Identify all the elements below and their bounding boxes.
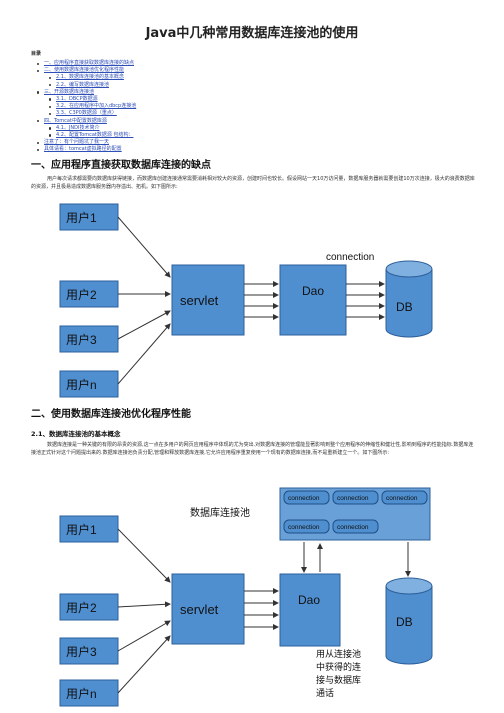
note-line: 接与数据库 xyxy=(316,674,361,685)
dao-label: Dao xyxy=(302,284,324,298)
bullet-icon xyxy=(49,134,52,137)
user-box: 用户2 xyxy=(59,593,119,621)
user-box: 用户n xyxy=(59,370,119,398)
bullet-icon xyxy=(49,105,52,109)
pool-connection: connection xyxy=(332,490,379,505)
user-label: 用户n xyxy=(66,377,97,392)
user-box: 用户3 xyxy=(59,325,119,353)
page-title: Java中几种常用数据库连接池的使用 xyxy=(145,26,359,41)
connection-label: connection xyxy=(326,252,374,263)
toc-item[interactable]: 3.2、在应用程序中加入dbcp连接池 xyxy=(33,103,333,110)
dao-box: Dao xyxy=(279,573,341,647)
connection-pool-box: connection connection connection connect… xyxy=(279,487,431,541)
pool-connection: connection xyxy=(381,490,428,505)
pool-connection-label: connection xyxy=(288,495,320,502)
toc-link[interactable]: 3.1、DBCP数据源 xyxy=(56,95,98,102)
toc-item[interactable]: 二、使用数据库连接池优化程序性能 xyxy=(33,67,333,74)
toc-item[interactable]: 一、应用程序直接获取数据库连接的缺点 xyxy=(33,60,333,67)
servlet-box: servlet xyxy=(171,573,245,645)
section2-heading: 二、使用数据库连接池优化程序性能 xyxy=(31,409,191,420)
pool-connection: connection xyxy=(283,519,330,534)
bullet-icon xyxy=(49,127,52,130)
toc-item[interactable]: 4.2、配置Tomcat数据源 包结构： xyxy=(33,132,333,139)
note-line: 通话 xyxy=(316,687,334,698)
pool-connection-label: connection xyxy=(337,495,369,502)
section2-paragraph: 数据库连接是一种关键的有限的昂贵的资源,这一点在多用户的网页应用程序中体现的尤为… xyxy=(31,442,474,456)
servlet-label: servlet xyxy=(180,293,219,308)
dao-box: Dao xyxy=(279,264,347,336)
pool-connection-label: connection xyxy=(337,524,369,531)
toc-link[interactable]: 注意了：有个问题坑了我一天 xyxy=(44,139,110,146)
bullet-icon xyxy=(37,120,40,123)
database-cylinder: DB xyxy=(385,260,433,338)
toc-link[interactable]: 3.3、C3P0数据源（重点） xyxy=(56,110,117,117)
toc-item[interactable]: 四、Tomcat中配置数据库源 xyxy=(33,118,333,125)
user-label: 用户2 xyxy=(66,287,97,302)
bullet-icon xyxy=(37,91,40,94)
user-box: 用户1 xyxy=(59,203,119,231)
dao-label: Dao xyxy=(298,593,320,607)
toc-link[interactable]: 2.2、编写数据库连接池 xyxy=(56,81,109,88)
toc-link[interactable]: 一、应用程序直接获取数据库连接的缺点 xyxy=(44,60,135,66)
toc-link[interactable]: 三、开源数据库连接池 xyxy=(44,88,95,95)
pool-connection-label: connection xyxy=(386,495,418,502)
section1-heading: 一、应用程序直接获取数据库连接的缺点 xyxy=(31,160,211,171)
user-label: 用户3 xyxy=(66,332,97,347)
toc-item[interactable]: 3.3、C3P0数据源（重点） xyxy=(33,110,333,117)
section1-paragraph: 用户每次请求都需要向数据库获得链接，而数据库创建连接通常需要消耗相对较大的资源，… xyxy=(31,176,475,190)
bullet-icon xyxy=(49,76,52,80)
toc-item[interactable]: 3.1、DBCP数据源 xyxy=(33,96,333,103)
toc-item[interactable]: 三、开源数据库连接池 xyxy=(33,89,333,96)
toc-item[interactable]: 具体请看：tomcat虚拟路径的配置 xyxy=(33,146,333,153)
db-label: DB xyxy=(396,615,413,629)
toc-link[interactable]: 二、使用数据库连接池优化程序性能 xyxy=(44,67,125,74)
user-box: 用户1 xyxy=(59,515,119,543)
toc-link[interactable]: 四、Tomcat中配置数据库源 xyxy=(44,117,107,124)
toc-item[interactable]: 2.1、数据库连接池的基本概念 xyxy=(33,74,333,81)
toc-label: 目录 xyxy=(31,51,42,57)
user-box: 用户3 xyxy=(59,637,119,665)
toc-link[interactable]: 3.2、在应用程序中加入dbcp连接池 xyxy=(56,103,137,110)
user-box: 用户2 xyxy=(59,280,119,308)
bullet-icon xyxy=(37,148,40,152)
section2-subheading: 2.1、数据库连接池的基本概念 xyxy=(31,430,121,438)
user-label: 用户1 xyxy=(66,210,97,225)
pool-label: 数据库连接池 xyxy=(190,506,250,519)
database-cylinder: DB xyxy=(385,577,433,665)
db-label: DB xyxy=(396,300,413,314)
pool-connection-label: connection xyxy=(288,524,320,531)
bullet-icon xyxy=(37,62,40,65)
user-label: 用户1 xyxy=(66,522,97,537)
toc-item[interactable]: 注意了：有个问题坑了我一天 xyxy=(33,139,333,146)
diagram-direct-connection: 用户1 用户2 用户3 用户n servlet Dao connection D… xyxy=(58,199,438,399)
servlet-label: servlet xyxy=(180,602,219,617)
servlet-box: servlet xyxy=(171,264,245,336)
bullet-icon xyxy=(49,112,52,116)
toc-link[interactable]: 2.1、数据库连接池的基本概念 xyxy=(56,74,124,81)
user-label: 用户2 xyxy=(66,600,97,615)
table-of-contents: 一、应用程序直接获取数据库连接的缺点 二、使用数据库连接池优化程序性能 2.1、… xyxy=(33,60,333,153)
user-label: 用户n xyxy=(66,686,97,701)
pool-connection: connection xyxy=(332,519,379,534)
pool-connection: connection xyxy=(283,490,330,505)
user-box: 用户n xyxy=(59,679,119,707)
toc-link[interactable]: 4.2、配置Tomcat数据源 包结构： xyxy=(56,131,134,138)
user-label: 用户3 xyxy=(66,644,97,659)
bullet-icon xyxy=(37,141,40,144)
bullet-icon xyxy=(49,84,52,87)
note-line: 中获得的连 xyxy=(316,661,361,672)
diagram-connection-pool: connection connection connection connect… xyxy=(58,486,438,708)
note-line: 用从连接池 xyxy=(316,648,361,659)
toc-link[interactable]: 4.1、JNDI技术简介 xyxy=(56,124,100,131)
toc-item[interactable]: 2.2、编写数据库连接池 xyxy=(33,82,333,89)
bullet-icon xyxy=(49,98,52,101)
bullet-icon xyxy=(37,69,40,73)
toc-item[interactable]: 4.1、JNDI技术简介 xyxy=(33,125,333,132)
toc-link[interactable]: 具体请看：tomcat虚拟路径的配置 xyxy=(44,146,122,153)
